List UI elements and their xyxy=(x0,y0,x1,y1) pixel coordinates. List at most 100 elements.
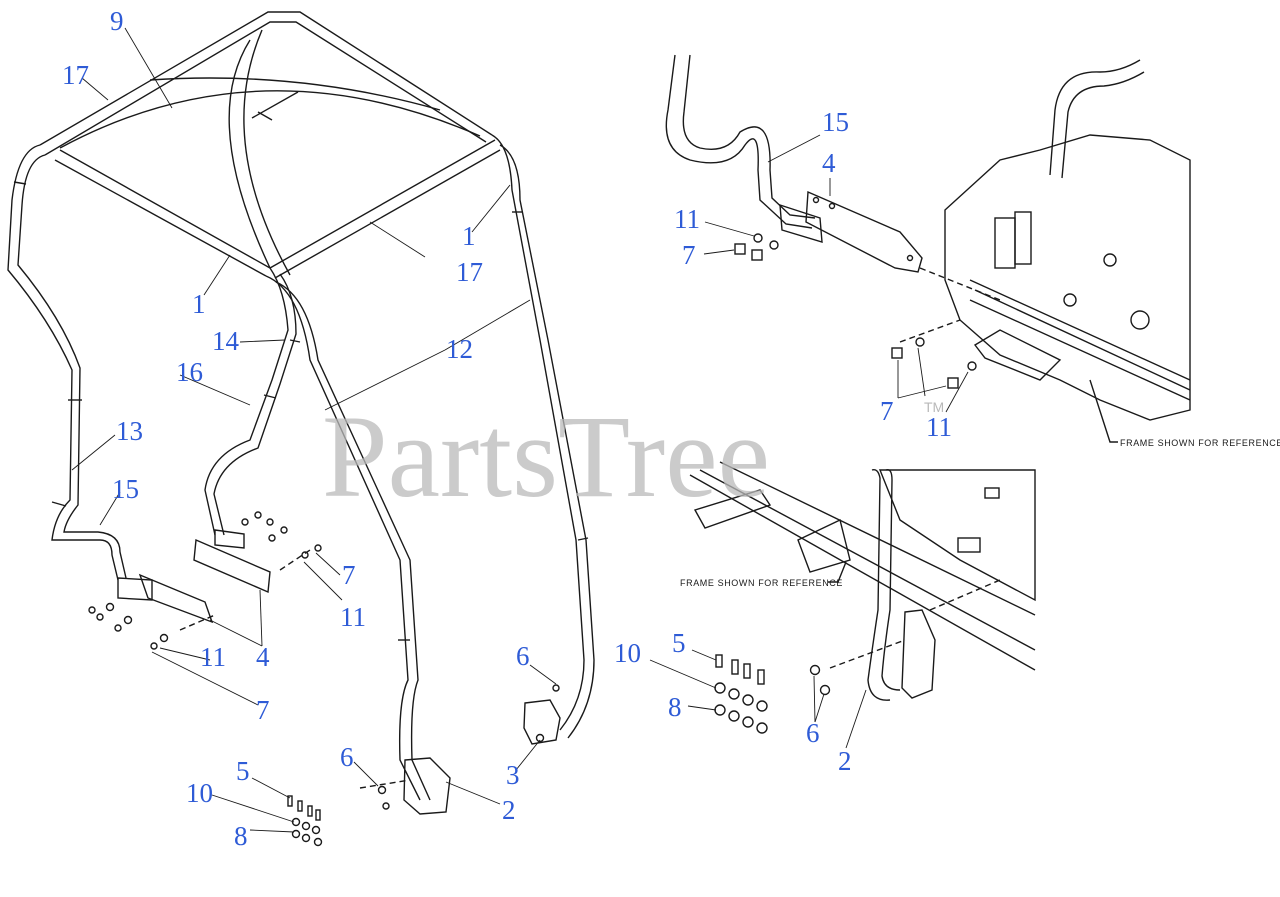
callout-11[interactable]: 11 xyxy=(926,412,952,442)
callout-1[interactable]: 1 xyxy=(192,289,206,319)
callout-5[interactable]: 5 xyxy=(236,756,250,786)
callout-4[interactable]: 4 xyxy=(822,148,836,178)
callout-4[interactable]: 4 xyxy=(256,642,270,672)
machine-hole xyxy=(1063,293,1077,307)
callout-10[interactable]: 10 xyxy=(614,638,641,668)
callout-5[interactable]: 5 xyxy=(672,628,686,658)
callout-7[interactable]: 7 xyxy=(682,240,696,270)
assembly-line xyxy=(929,579,1001,611)
detail-washer xyxy=(769,240,779,250)
canopy-top-front-tube xyxy=(39,11,493,146)
bolt-6 xyxy=(382,802,390,810)
callout-6[interactable]: 6 xyxy=(806,718,820,748)
callout-6[interactable]: 6 xyxy=(516,641,530,671)
canopy-rear-tube-inner xyxy=(54,159,267,277)
callout-6[interactable]: 6 xyxy=(340,742,354,772)
machine-hole xyxy=(1130,310,1150,330)
machine-rail xyxy=(969,299,1191,401)
detail-tube xyxy=(665,54,813,229)
detail-hole xyxy=(828,202,836,210)
left-mount-plate-4 xyxy=(138,573,214,624)
right-rear-leg-tube-inner xyxy=(499,144,595,739)
callout-2[interactable]: 2 xyxy=(502,795,516,825)
detail-tube-inner xyxy=(682,54,816,219)
callout-2[interactable]: 2 xyxy=(838,746,852,776)
callout-16[interactable]: 16 xyxy=(176,357,203,387)
canopy-cross-tube-inner xyxy=(274,149,501,279)
callout-labels: 9 17 17 1 1 14 12 16 13 15 7 11 11 4 7 6… xyxy=(62,6,952,851)
lower-bolt-6 xyxy=(809,664,821,676)
chassis-rail xyxy=(719,461,1036,616)
canopy-bow-4 xyxy=(243,29,291,276)
left-fastener-group xyxy=(88,511,322,650)
lower-rollbar-tube xyxy=(867,468,891,701)
chassis-cutout xyxy=(957,537,981,553)
frame-reference-note-right: FRAME SHOWN FOR REFERENCE xyxy=(1120,438,1280,448)
assembly-line xyxy=(359,779,411,789)
leader-lines-lower-right xyxy=(649,649,867,749)
chassis-rail xyxy=(699,469,1036,651)
callout-11[interactable]: 11 xyxy=(200,642,226,672)
joint-mark xyxy=(13,181,27,185)
callout-11[interactable]: 11 xyxy=(674,204,700,234)
joint-mark xyxy=(577,537,589,541)
callout-17[interactable]: 17 xyxy=(456,257,483,287)
callout-7[interactable]: 7 xyxy=(880,396,894,426)
canopy-center-brace xyxy=(251,91,299,119)
canopy-center-brace-2 xyxy=(257,111,273,121)
leader-lines-top-right xyxy=(703,134,969,413)
machine-rail xyxy=(969,279,1191,381)
joint-mark xyxy=(289,339,301,343)
callout-7[interactable]: 7 xyxy=(256,695,270,725)
canopy-cross-tube xyxy=(269,139,496,269)
callout-12[interactable]: 12 xyxy=(446,334,473,364)
callout-17[interactable]: 17 xyxy=(62,60,89,90)
canopy-bow-3 xyxy=(228,39,271,269)
front-bracket-3 xyxy=(523,699,561,745)
callout-8[interactable]: 8 xyxy=(668,692,682,722)
detail-hole xyxy=(906,254,914,262)
canopy-top-front-tube-inner xyxy=(44,21,487,156)
machine-tab xyxy=(973,329,1062,381)
callout-15[interactable]: 15 xyxy=(822,107,849,137)
callout-11[interactable]: 11 xyxy=(340,602,366,632)
machine-rail xyxy=(974,289,1191,391)
callout-13[interactable]: 13 xyxy=(116,416,143,446)
assembly-line xyxy=(279,549,311,571)
bolt-6 xyxy=(535,733,545,743)
watermark-tm: TM xyxy=(924,399,944,415)
machine-rollbar xyxy=(1049,59,1141,176)
assembly-line xyxy=(899,319,961,343)
frame-ref-leader-mid xyxy=(828,561,847,583)
callout-3[interactable]: 3 xyxy=(506,760,520,790)
lower-bolt-6 xyxy=(819,684,831,696)
callout-9[interactable]: 9 xyxy=(110,6,124,36)
callout-8[interactable]: 8 xyxy=(234,821,248,851)
detail-bolt xyxy=(734,243,746,255)
detail-washer xyxy=(915,337,925,347)
detail-washer xyxy=(967,361,977,371)
machine-hole xyxy=(1103,253,1117,267)
bolt-6 xyxy=(377,785,387,795)
canopy-bow-1 xyxy=(59,90,481,149)
inner-left-leg-tube-inner xyxy=(213,273,297,536)
joint-mark xyxy=(51,501,67,507)
chassis-rail xyxy=(689,474,1036,671)
callout-7[interactable]: 7 xyxy=(342,560,356,590)
machine-slot xyxy=(994,217,1016,269)
callout-10[interactable]: 10 xyxy=(186,778,213,808)
detail-washer xyxy=(753,233,763,243)
callout-15[interactable]: 15 xyxy=(112,474,139,504)
lower-rollbar-tube-inner xyxy=(881,469,901,691)
canopy-rear-tube xyxy=(59,149,271,269)
hardware-cluster-right xyxy=(714,654,768,734)
hardware-cluster-left xyxy=(287,795,323,847)
rear-bracket-2 xyxy=(403,757,451,815)
machine-slot xyxy=(1014,211,1032,265)
callout-1[interactable]: 1 xyxy=(462,221,476,251)
rear-left-long-tube xyxy=(265,275,421,801)
callout-14[interactable]: 14 xyxy=(212,326,240,356)
frame-reference-note-mid: FRAME SHOWN FOR REFERENCE xyxy=(680,578,843,588)
canopy-frame-assembly xyxy=(7,11,595,847)
